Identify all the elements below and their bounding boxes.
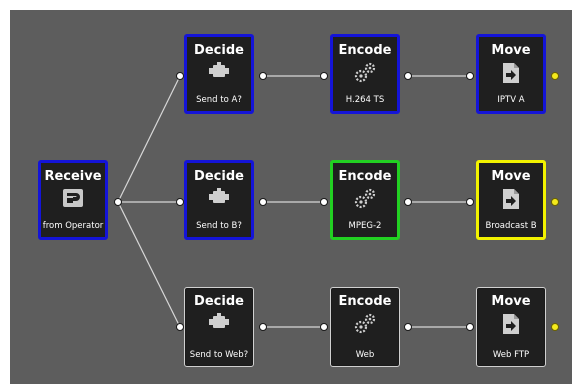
node-title: Decide <box>194 169 244 184</box>
end-output-port[interactable] <box>551 72 559 80</box>
input-port[interactable] <box>176 198 184 206</box>
node-subtitle: H.264 TS <box>345 95 385 105</box>
node-title: Move <box>491 169 531 184</box>
decide-icon <box>209 313 229 328</box>
node-title: Move <box>491 294 531 309</box>
node-subtitle: Send to A? <box>196 95 242 105</box>
end-output-port[interactable] <box>551 198 559 206</box>
node-title: Encode <box>338 294 392 309</box>
output-port[interactable] <box>259 323 267 331</box>
node-encode-web[interactable]: Encode Web <box>330 287 400 367</box>
input-port[interactable] <box>320 72 328 80</box>
node-subtitle: Web FTP <box>492 350 530 360</box>
node-decide-web[interactable]: Decide Send to Web? <box>184 287 254 367</box>
node-encode-b[interactable]: Encode MPEG-2 <box>330 160 400 240</box>
move-file-icon <box>503 314 519 334</box>
input-port[interactable] <box>466 323 474 331</box>
workflow-canvas[interactable]: Receive from Operator Decide Send to A? … <box>10 10 572 384</box>
wire-receive-decide-web <box>117 201 181 328</box>
output-port[interactable] <box>259 72 267 80</box>
input-port[interactable] <box>176 323 184 331</box>
node-subtitle: MPEG-2 <box>348 221 382 231</box>
node-title: Encode <box>338 43 392 58</box>
output-port[interactable] <box>404 72 412 80</box>
input-port[interactable] <box>176 72 184 80</box>
node-decide-b[interactable]: Decide Send to B? <box>184 160 254 240</box>
node-subtitle: Broadcast B <box>485 221 537 231</box>
node-decide-a[interactable]: Decide Send to A? <box>184 34 254 114</box>
input-port[interactable] <box>466 198 474 206</box>
end-output-port[interactable] <box>551 323 559 331</box>
workflow-connections <box>117 75 470 328</box>
output-port[interactable] <box>404 323 412 331</box>
node-encode-a[interactable]: Encode H.264 TS <box>330 34 400 114</box>
gears-icon <box>354 188 376 209</box>
node-move-web[interactable]: Move Web FTP <box>476 287 546 367</box>
decide-icon <box>209 188 229 203</box>
output-port[interactable] <box>259 198 267 206</box>
wire-receive-decide-a <box>117 75 181 203</box>
output-port[interactable] <box>404 198 412 206</box>
node-title: Receive <box>44 169 102 184</box>
node-title: Move <box>491 43 531 58</box>
receive-icon <box>63 189 83 207</box>
output-port[interactable] <box>114 198 122 206</box>
node-subtitle: Send to Web? <box>189 350 249 360</box>
decide-icon <box>209 62 229 77</box>
move-file-icon <box>503 189 519 209</box>
node-move-b[interactable]: Move Broadcast B <box>476 160 546 240</box>
node-receive[interactable]: Receive from Operator <box>38 160 108 240</box>
node-move-a[interactable]: Move IPTV A <box>476 34 546 114</box>
input-port[interactable] <box>320 323 328 331</box>
node-subtitle: from Operator <box>42 221 104 231</box>
input-port[interactable] <box>466 72 474 80</box>
node-title: Encode <box>338 169 392 184</box>
node-subtitle: Web <box>355 350 375 360</box>
node-title: Decide <box>194 43 244 58</box>
input-port[interactable] <box>320 198 328 206</box>
gears-icon <box>354 62 376 83</box>
node-subtitle: IPTV A <box>497 95 525 105</box>
node-title: Decide <box>194 294 244 309</box>
gears-icon <box>354 313 376 334</box>
canvas-bottom-edge <box>0 384 572 390</box>
move-file-icon <box>503 63 519 83</box>
node-subtitle: Send to B? <box>196 221 242 231</box>
